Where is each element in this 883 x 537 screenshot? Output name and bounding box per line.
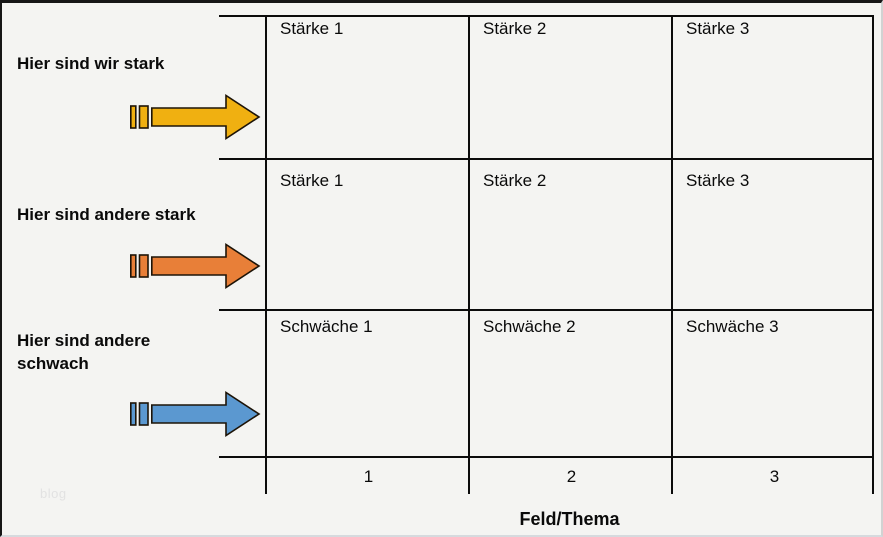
grid-hline-row3 — [219, 309, 874, 311]
grid-hline-bottom — [219, 456, 874, 458]
grid-vline-right — [872, 15, 874, 494]
yellow-arrow-icon — [129, 94, 261, 140]
watermark-blog: blog — [40, 486, 67, 501]
column-number-3: 3 — [769, 467, 780, 486]
cell-staerke-2-row2: Stärke 2 — [483, 171, 547, 190]
row-label-we-strong: Hier sind wir stark — [17, 54, 165, 73]
column-number-1: 1 — [363, 467, 374, 486]
cell-schwaeche-1: Schwäche 1 — [280, 317, 373, 336]
cell-staerke-3-row2: Stärke 3 — [686, 171, 750, 190]
grid-hline-top — [219, 15, 874, 17]
cell-schwaeche-3: Schwäche 3 — [686, 317, 779, 336]
grid-vline-3 — [671, 15, 673, 494]
column-number-2: 2 — [566, 467, 577, 486]
row-label-others-weak: Hier sind andere schwach — [17, 331, 151, 373]
cell-staerke-1-row2: Stärke 1 — [280, 171, 344, 190]
cell-schwaeche-2: Schwäche 2 — [483, 317, 576, 336]
row-label-others-strong: Hier sind andere stark — [17, 205, 196, 224]
blue-arrow-icon — [129, 391, 261, 437]
axis-title: Feld/Thema — [519, 509, 620, 529]
orange-arrow-icon — [129, 243, 261, 289]
grid-hline-row2 — [219, 158, 874, 160]
cell-staerke-3-row1: Stärke 3 — [686, 19, 750, 38]
grid-vline-2 — [468, 15, 470, 494]
cell-staerke-2-row1: Stärke 2 — [483, 19, 547, 38]
cell-staerke-1-row1: Stärke 1 — [280, 19, 344, 38]
grid-vline-1 — [265, 15, 267, 494]
